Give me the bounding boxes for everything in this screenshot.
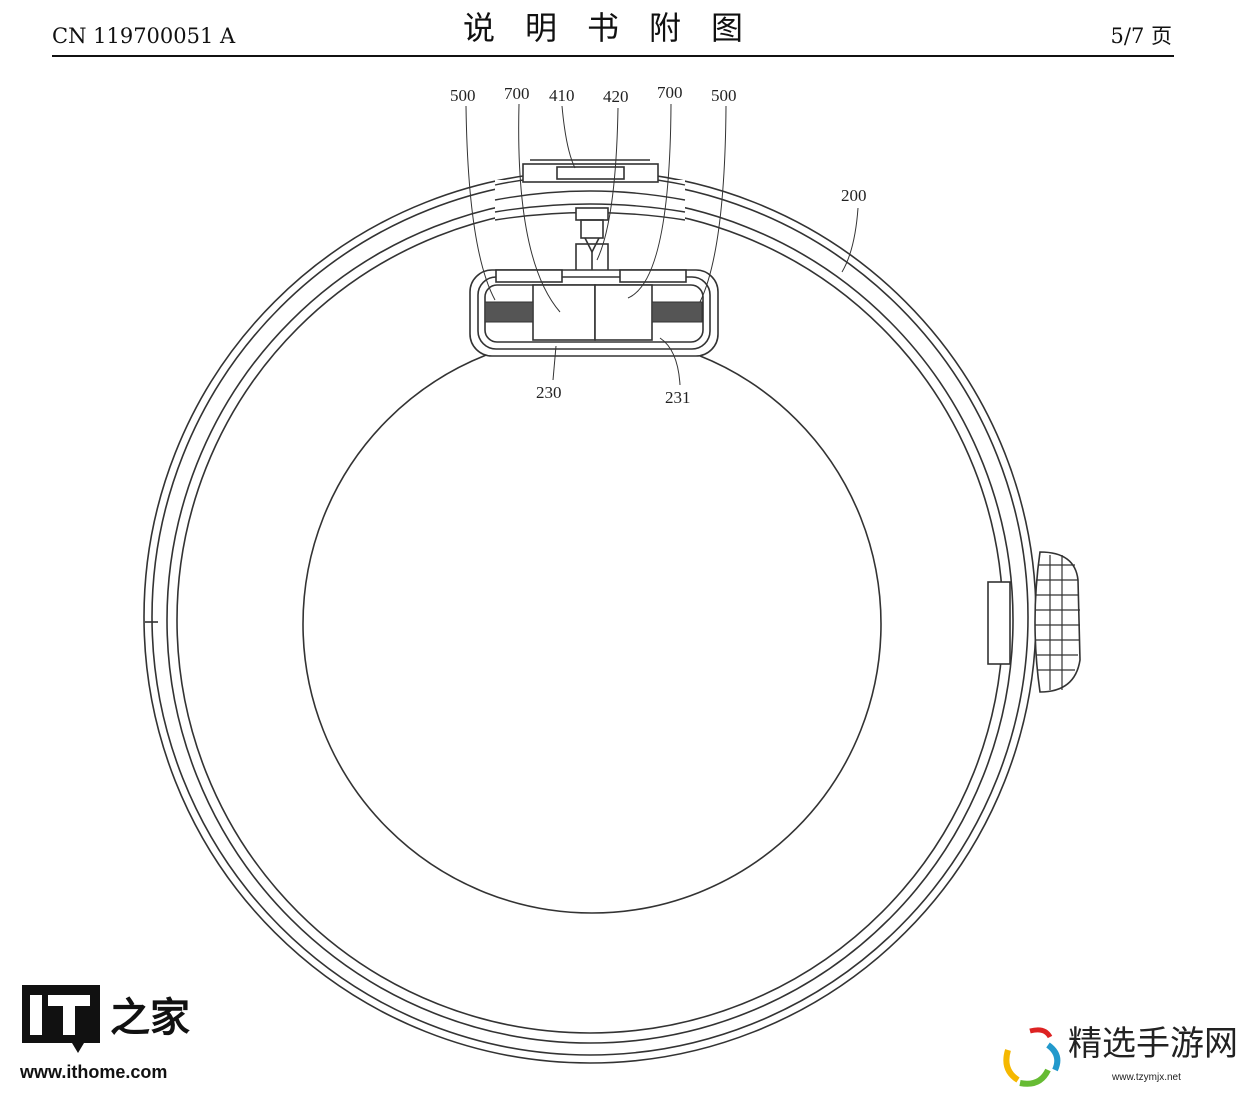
tzymjx-url: www.tzymjx.net xyxy=(1112,1072,1181,1083)
label-231: 231 xyxy=(665,388,691,407)
label-200: 200 xyxy=(841,186,867,205)
spring-500-left xyxy=(484,301,534,323)
spring-500-right xyxy=(651,301,703,323)
crown xyxy=(145,551,1081,693)
housing-230 xyxy=(469,269,719,357)
ithome-url: www.ithome.com xyxy=(20,1062,168,1082)
label-230: 230 xyxy=(536,383,562,402)
inner-circle xyxy=(302,334,882,914)
label-500-left: 500 xyxy=(450,86,476,105)
header-rule xyxy=(52,55,1174,57)
page-number: 5/7 页 xyxy=(1110,24,1172,48)
label-500-right: 500 xyxy=(711,86,737,105)
label-700-right: 700 xyxy=(657,83,683,102)
tzymjx-name: 精选手游网 xyxy=(1068,1024,1238,1064)
publication-number: CN 119700051 A xyxy=(52,24,236,48)
button-410 xyxy=(522,159,659,183)
reference-labels: 500 700 410 420 700 500 200 230 231 xyxy=(450,83,867,407)
label-700-left: 700 xyxy=(504,84,530,103)
page-title: 说明书附图 xyxy=(463,9,774,47)
leader-lines xyxy=(465,103,859,386)
label-420: 420 xyxy=(603,87,629,106)
ithome-logo: 之家 xyxy=(22,985,190,1053)
label-410: 410 xyxy=(549,86,575,105)
ithome-logo-text: 之家 xyxy=(110,995,190,1041)
tzymjx-logo-icon xyxy=(1003,1027,1061,1087)
